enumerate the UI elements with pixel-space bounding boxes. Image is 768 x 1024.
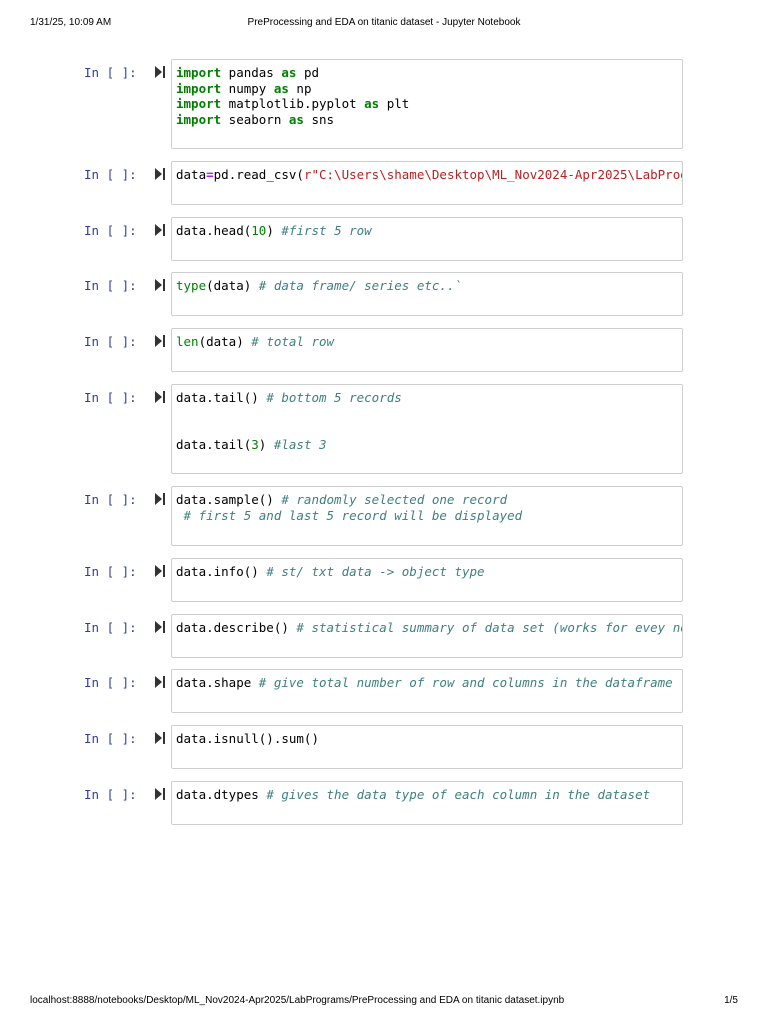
code-input[interactable]: data.head(10) #first 5 row: [171, 217, 683, 261]
code-token: (data): [198, 334, 252, 349]
code-token: pd.read_csv(: [213, 167, 304, 182]
code-input[interactable]: len(data) # total row: [171, 328, 683, 372]
cell-prompt: In [ ]:: [84, 334, 137, 349]
code-token: =: [206, 167, 214, 182]
code-token: 3: [251, 436, 259, 452]
code-comment: # first 5 and last 5 record will be disp…: [176, 507, 523, 523]
code-token: data.tail(: [176, 436, 252, 452]
cell-prompt: In [ ]:: [84, 620, 137, 635]
code-input[interactable]: data.sample() # randomly selected one re…: [171, 486, 683, 546]
run-cell-icon[interactable]: [154, 492, 166, 506]
code-token: pd: [296, 65, 320, 80]
code-input[interactable]: data.tail() # bottom 5 records data.tail…: [171, 384, 683, 474]
code-token: as: [288, 111, 304, 127]
code-token: ): [258, 436, 274, 452]
code-input[interactable]: type(data) # data frame/ series etc..`: [171, 272, 683, 316]
print-title: PreProcessing and EDA on titanic dataset…: [247, 17, 521, 28]
code-input[interactable]: data.isnull().sum(): [171, 725, 683, 769]
code-token: r"C:\Users\shame\Desktop\ML_Nov2024-Apr2…: [303, 167, 683, 182]
code-token: data.describe(): [176, 620, 297, 635]
code-token: (data): [206, 278, 259, 293]
code-token: data.head(: [176, 223, 252, 238]
run-cell-icon[interactable]: [154, 167, 166, 181]
code-comment: # gives the data type of each column in …: [266, 787, 651, 802]
code-token: as: [273, 80, 289, 96]
code-input[interactable]: data=pd.read_csv(r"C:\Users\shame\Deskto…: [171, 161, 683, 205]
run-cell-icon[interactable]: [154, 564, 166, 578]
cell-prompt: In [ ]:: [84, 223, 137, 238]
cell-prompt: In [ ]:: [84, 675, 137, 690]
cell-prompt: In [ ]:: [84, 390, 137, 405]
run-cell-icon[interactable]: [154, 278, 166, 292]
print-datetime: 1/31/25, 10:09 AM: [30, 17, 112, 28]
code-token: matplotlib.pyplot: [221, 96, 365, 112]
code-token: as: [364, 96, 380, 112]
code-token: data.tail(): [176, 390, 267, 405]
code-comment: # statistical summary of data set (works…: [296, 620, 683, 635]
code-token: data.sample(): [176, 492, 282, 507]
code-comment: # bottom 5 records: [266, 390, 402, 405]
cell-prompt: In [ ]:: [84, 787, 137, 802]
run-cell-icon[interactable]: [154, 223, 166, 237]
code-comment: #last 3: [273, 436, 327, 452]
cell-prompt: In [ ]:: [84, 492, 137, 507]
page-number: 1/5: [724, 995, 738, 1006]
code-token: seaborn: [221, 111, 289, 127]
cell-prompt: In [ ]:: [84, 65, 137, 80]
code-token: ): [266, 223, 282, 238]
run-cell-icon[interactable]: [154, 65, 166, 79]
code-token: data.shape: [176, 675, 259, 690]
code-token: 10: [251, 223, 267, 238]
code-input[interactable]: data.shape # give total number of row an…: [171, 669, 683, 713]
code-token: as: [281, 65, 297, 80]
run-cell-icon[interactable]: [154, 675, 166, 689]
code-token: import: [176, 65, 222, 80]
code-comment: # data frame/ series etc..`: [258, 278, 462, 293]
code-token: import: [176, 80, 222, 96]
cell-prompt: In [ ]:: [84, 564, 137, 579]
code-token: numpy: [221, 80, 274, 96]
code-token: sns: [303, 111, 335, 127]
print-url: localhost:8888/notebooks/Desktop/ML_Nov2…: [30, 995, 565, 1006]
run-cell-icon[interactable]: [154, 390, 166, 404]
code-token: import: [176, 111, 222, 127]
code-comment: # st/ txt data -> object type: [266, 564, 485, 579]
code-token: pandas: [221, 65, 282, 80]
code-token: data.dtypes: [176, 787, 267, 802]
code-input[interactable]: data.dtypes # gives the data type of eac…: [171, 781, 683, 825]
code-input[interactable]: import pandas as pd import numpy as np i…: [171, 59, 683, 149]
cell-prompt: In [ ]:: [84, 278, 137, 293]
code-comment: # give total number of row and columns i…: [258, 675, 673, 690]
run-cell-icon[interactable]: [154, 731, 166, 745]
run-cell-icon[interactable]: [154, 787, 166, 801]
code-token: np: [288, 80, 312, 96]
code-input[interactable]: data.info() # st/ txt data -> object typ…: [171, 558, 683, 602]
code-token: type: [176, 278, 207, 293]
run-cell-icon[interactable]: [154, 334, 166, 348]
code-token: plt: [379, 96, 410, 112]
code-comment: # total row: [251, 334, 335, 349]
cell-prompt: In [ ]:: [84, 167, 137, 182]
code-token: len: [176, 334, 199, 349]
code-comment: #first 5 row: [281, 223, 372, 238]
run-cell-icon[interactable]: [154, 620, 166, 634]
cell-prompt: In [ ]:: [84, 731, 137, 746]
code-token: data.info(): [176, 564, 267, 579]
code-token: import: [176, 96, 222, 112]
code-input[interactable]: data.describe() # statistical summary of…: [171, 614, 683, 658]
code-comment: # randomly selected one record: [281, 492, 508, 507]
code-token: data: [176, 167, 207, 182]
code-token: data.isnull().sum(): [176, 731, 319, 746]
